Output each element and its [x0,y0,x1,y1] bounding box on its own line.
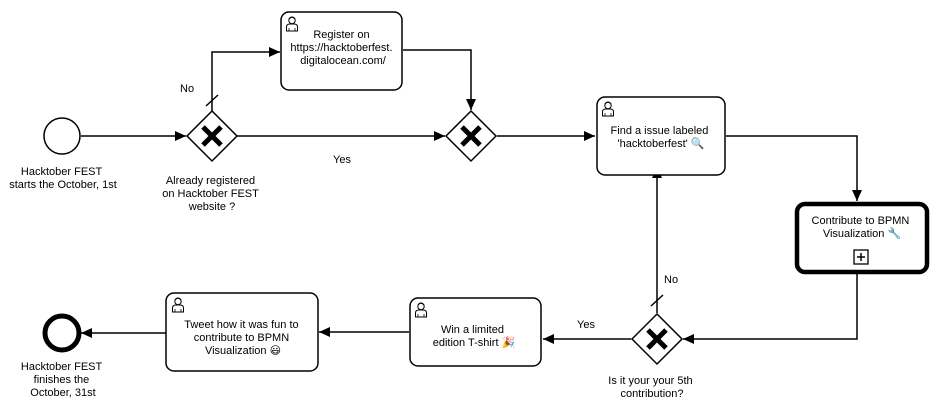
sequence-flows [81,47,862,344]
start-event-label: Hacktober FEST starts the October, 1st [9,166,117,191]
flow-contribute-to-gateway-fifth[interactable] [683,274,858,344]
label-line: Find a issue labeled [611,125,709,137]
label-line: Win a limited [441,324,504,336]
subprocess-contribute[interactable] [794,201,930,275]
label-line: on Hacktober FEST [162,188,259,200]
flow-register-to-merge[interactable] [403,49,476,110]
flow-label-yes-fifth: Yes [577,319,595,331]
gateway-fifth-label: Is it your your 5th contribution? [608,375,695,400]
label-line: digitalocean.com/ [300,55,387,67]
label-line: Contribute to BPMN [812,215,910,227]
task-tweet[interactable] [165,292,319,372]
flow-gateway-no-to-register[interactable] [211,47,280,112]
expand-icon[interactable] [853,249,869,265]
label-line: October, 31st [30,387,95,399]
end-event[interactable] [42,313,82,353]
exclusive-gateway-merge[interactable] [444,109,498,163]
x-marker-icon [201,125,223,147]
task-tweet-label: Tweet how it was fun to contribute to BP… [184,319,301,357]
label-line: Hacktober FEST [21,361,103,373]
label-line: Tweet how it was fun to [184,319,298,331]
label-line: Is it your your 5th [608,375,692,387]
exclusive-gateway-registered[interactable] [185,109,239,163]
flow-label-no-fifth: No [664,274,678,286]
flow-find-issue-to-contribute[interactable] [726,135,862,201]
label-line: Already registered [166,175,255,187]
default-flow-marker [650,294,664,307]
flow-label-no-register: No [180,83,194,95]
task-register-label: Register on https://hacktoberfest. digit… [290,29,395,67]
label-line: Visualization 🔧 [823,226,901,240]
label-line: https://hacktoberfest. [290,42,392,54]
label-line: starts the October, 1st [9,179,117,191]
label-line: Visualization 😃 [205,345,281,357]
label-line: website ? [188,201,235,213]
exclusive-gateway-fifth-contribution[interactable] [630,312,684,366]
label-line: contribute to BPMN [194,332,289,344]
end-event-label: Hacktober FEST finishes the October, 31s… [21,361,105,399]
task-find-issue-label: Find a issue labeled 'hacktoberfest' 🔍 [611,125,712,150]
x-marker-icon [646,328,668,350]
label-line: edition T-shirt 🎉 [433,336,516,349]
task-register[interactable] [280,11,403,91]
default-flow-marker [205,94,219,107]
label-line: Hacktober FEST [21,166,103,178]
task-find-issue[interactable] [596,96,726,176]
label-line: 'hacktoberfest' 🔍 [618,136,705,150]
flow-label-yes-registered: Yes [333,154,351,166]
task-win-tshirt[interactable] [409,297,542,367]
x-marker-icon [460,125,482,147]
subprocess-contribute-label: Contribute to BPMN Visualization 🔧 [812,215,913,240]
task-win-tshirt-label: Win a limited edition T-shirt 🎉 [433,324,516,349]
gateway-registered-label: Already registered on Hacktober FEST web… [162,175,261,213]
label-line: Register on [313,29,369,41]
start-event[interactable] [43,117,81,155]
label-line: finishes the [34,374,90,386]
label-line: contribution? [621,388,684,400]
